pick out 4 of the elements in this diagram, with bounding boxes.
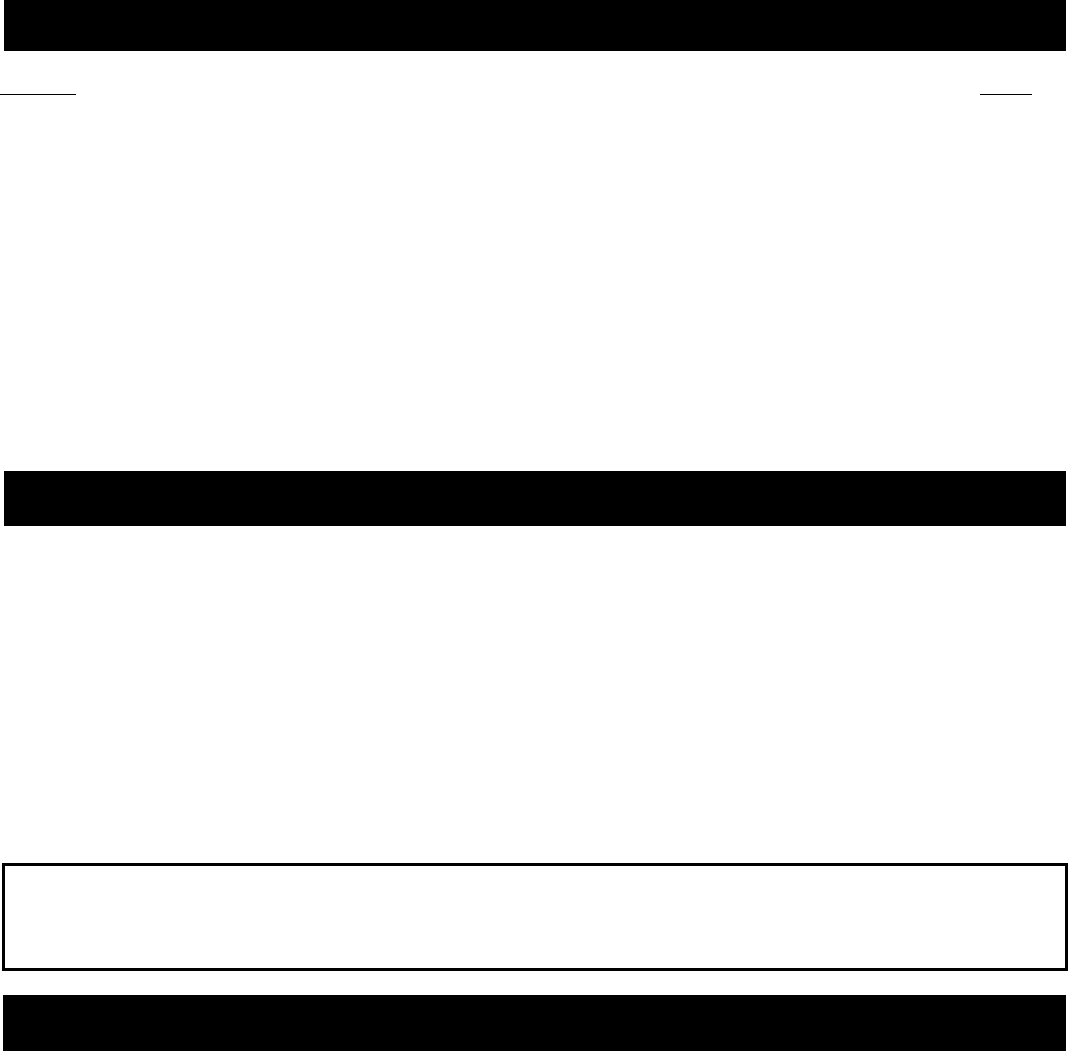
- header-bar: [3, 995, 1066, 1051]
- header-bar: [4, 471, 1066, 526]
- header-bar: [4, 0, 1066, 51]
- outlined-panel: [2, 863, 1068, 971]
